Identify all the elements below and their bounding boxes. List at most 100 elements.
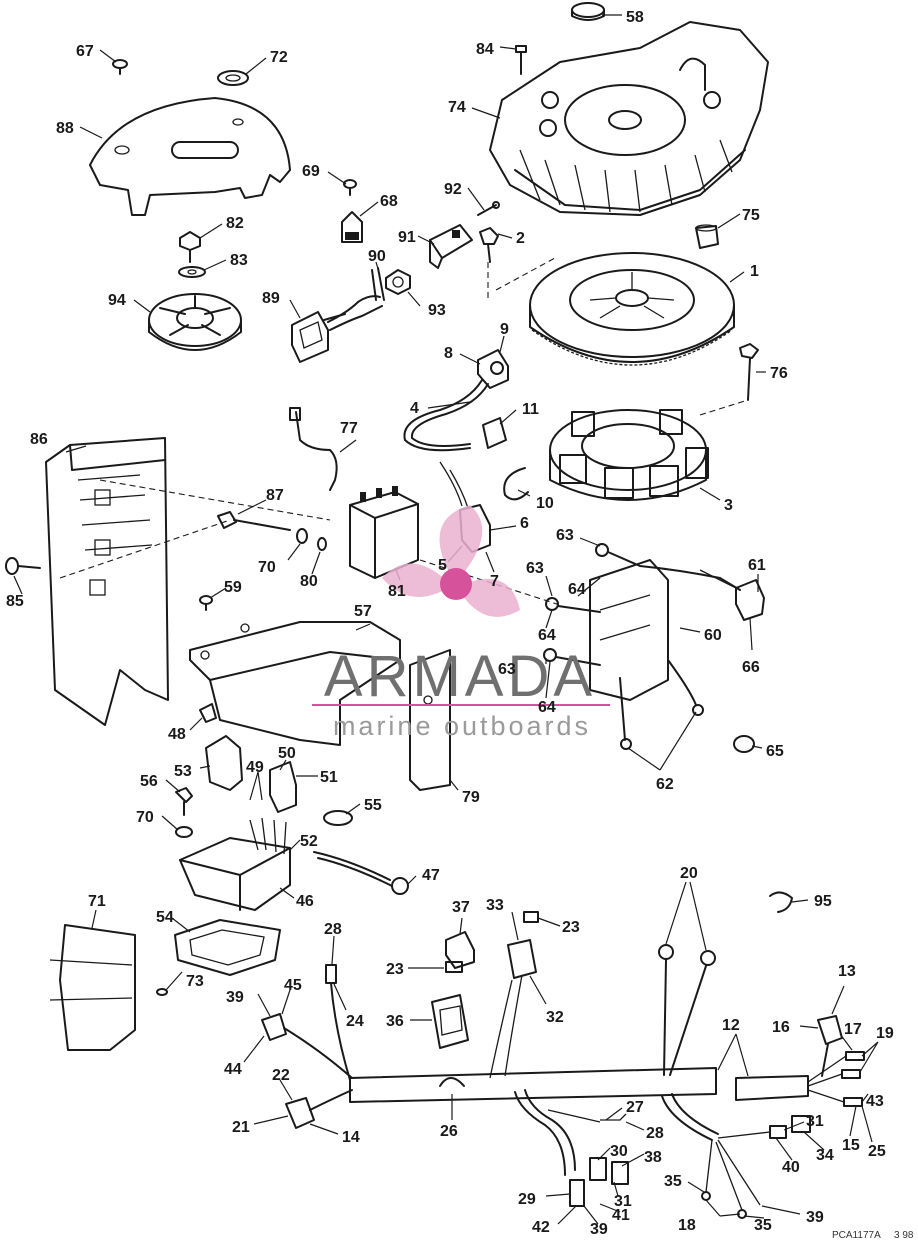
part-13-connector[interactable]: [817, 1015, 843, 1077]
callout-28b[interactable]: 28: [646, 1125, 664, 1142]
callout-39b[interactable]: 39: [590, 1221, 608, 1238]
callout-81[interactable]: 81: [388, 583, 406, 600]
part-83-washer[interactable]: [178, 266, 206, 278]
callout-64a[interactable]: 64: [568, 581, 586, 598]
callout-92[interactable]: 92: [444, 181, 462, 198]
part-76-bolt[interactable]: [739, 343, 759, 401]
callout-34[interactable]: 34: [816, 1147, 834, 1164]
callout-54[interactable]: 54: [156, 909, 174, 926]
part-56-bolt[interactable]: [175, 787, 193, 816]
callout-63b[interactable]: 63: [526, 560, 544, 577]
part-84-screw[interactable]: [515, 45, 527, 75]
callout-52[interactable]: 52: [300, 833, 318, 850]
callout-89[interactable]: 89: [262, 290, 280, 307]
callout-32[interactable]: 32: [546, 1009, 564, 1026]
callout-22[interactable]: 22: [272, 1067, 290, 1084]
part-26-clip[interactable]: [439, 1077, 465, 1087]
part-82-bolt[interactable]: [179, 231, 201, 263]
callout-6[interactable]: 6: [520, 515, 529, 532]
part-32-connector[interactable]: [507, 939, 537, 979]
callout-62[interactable]: 62: [656, 776, 674, 793]
part-89-switch[interactable]: [291, 311, 346, 363]
part-94-pulley[interactable]: [148, 293, 242, 351]
callout-35b[interactable]: 35: [754, 1217, 772, 1234]
callout-40[interactable]: 40: [782, 1159, 800, 1176]
part-44-connector[interactable]: [261, 1013, 353, 1079]
callout-84[interactable]: 84: [476, 41, 494, 58]
part-87-bolt[interactable]: [217, 511, 291, 531]
callout-56[interactable]: 56: [140, 773, 158, 790]
callout-57[interactable]: 57: [354, 603, 372, 620]
callout-47[interactable]: 47: [422, 867, 440, 884]
part-91-sensor[interactable]: [429, 224, 473, 269]
callout-8[interactable]: 8: [444, 345, 453, 362]
part-11-clip[interactable]: [482, 417, 507, 449]
part-3-stator[interactable]: [549, 409, 709, 501]
callout-59[interactable]: 59: [224, 579, 242, 596]
part-36-fuse-holder[interactable]: [431, 994, 469, 1049]
part-88-plate[interactable]: [89, 97, 291, 216]
callout-63a[interactable]: 63: [556, 527, 574, 544]
callout-55[interactable]: 55: [364, 797, 382, 814]
part-23-fuse[interactable]: [445, 911, 539, 973]
callout-15[interactable]: 15: [842, 1137, 860, 1154]
callout-24[interactable]: 24: [346, 1013, 364, 1030]
part-48-clip[interactable]: [199, 703, 217, 723]
part-51-connector[interactable]: [269, 761, 297, 813]
part-70-washer-lower[interactable]: [175, 826, 193, 838]
callout-77[interactable]: 77: [340, 420, 358, 437]
callout-60[interactable]: 60: [704, 627, 722, 644]
callout-91[interactable]: 91: [398, 229, 416, 246]
callout-31a[interactable]: 31: [614, 1193, 632, 1210]
part-53-boot[interactable]: [205, 735, 243, 791]
callout-26[interactable]: 26: [440, 1123, 458, 1140]
callout-38[interactable]: 38: [644, 1149, 662, 1166]
part-branch-harness-left[interactable]: [514, 1089, 629, 1207]
callout-61[interactable]: 61: [748, 557, 766, 574]
callout-58[interactable]: 58: [626, 9, 644, 26]
part-68-clip[interactable]: [341, 211, 363, 243]
callout-25[interactable]: 25: [868, 1143, 886, 1160]
part-71-cover[interactable]: [49, 924, 136, 1051]
part-72-grommet[interactable]: [217, 70, 249, 86]
part-70-washer[interactable]: [296, 528, 308, 544]
part-2-bolt[interactable]: [479, 227, 499, 263]
part-67-screw[interactable]: [112, 59, 128, 75]
part-61-connector[interactable]: [699, 569, 765, 621]
callout-83[interactable]: 83: [230, 252, 248, 269]
callout-71[interactable]: 71: [88, 893, 106, 910]
callout-49[interactable]: 49: [246, 759, 264, 776]
callout-27[interactable]: 27: [626, 1099, 644, 1116]
callout-65[interactable]: 65: [766, 743, 784, 760]
callout-76[interactable]: 76: [770, 365, 788, 382]
part-37-fuse-cap[interactable]: [445, 931, 475, 969]
callout-41[interactable]: 41: [612, 1207, 630, 1224]
part-74-flywheel-cover[interactable]: [489, 21, 769, 216]
callout-51[interactable]: 51: [320, 769, 338, 786]
part-73-screw[interactable]: [156, 988, 168, 996]
callout-39a[interactable]: 39: [226, 989, 244, 1006]
callout-90[interactable]: 90: [368, 248, 386, 265]
part-85-screw[interactable]: [5, 557, 41, 575]
callout-42[interactable]: 42: [532, 1219, 550, 1236]
callout-10[interactable]: 10: [536, 495, 554, 512]
callout-12[interactable]: 12: [722, 1017, 740, 1034]
callout-64b[interactable]: 64: [538, 627, 556, 644]
callout-50[interactable]: 50: [278, 745, 296, 762]
callout-94[interactable]: 94: [108, 292, 126, 309]
callout-80[interactable]: 80: [300, 573, 318, 590]
callout-73[interactable]: 73: [186, 973, 204, 990]
part-1-flywheel[interactable]: [529, 252, 735, 366]
callout-44[interactable]: 44: [224, 1061, 242, 1078]
part-12-main-harness[interactable]: [349, 974, 809, 1103]
callout-17[interactable]: 17: [844, 1021, 862, 1038]
callout-23b[interactable]: 23: [386, 961, 404, 978]
callout-20[interactable]: 20: [680, 865, 698, 882]
callout-66[interactable]: 66: [742, 659, 760, 676]
part-86-side-cover[interactable]: [45, 437, 169, 726]
callout-30[interactable]: 30: [610, 1143, 628, 1160]
callout-37[interactable]: 37: [452, 899, 470, 916]
part-69-screw[interactable]: [343, 179, 357, 196]
part-95-clip[interactable]: [769, 891, 793, 913]
part-93-nut[interactable]: [385, 269, 411, 295]
